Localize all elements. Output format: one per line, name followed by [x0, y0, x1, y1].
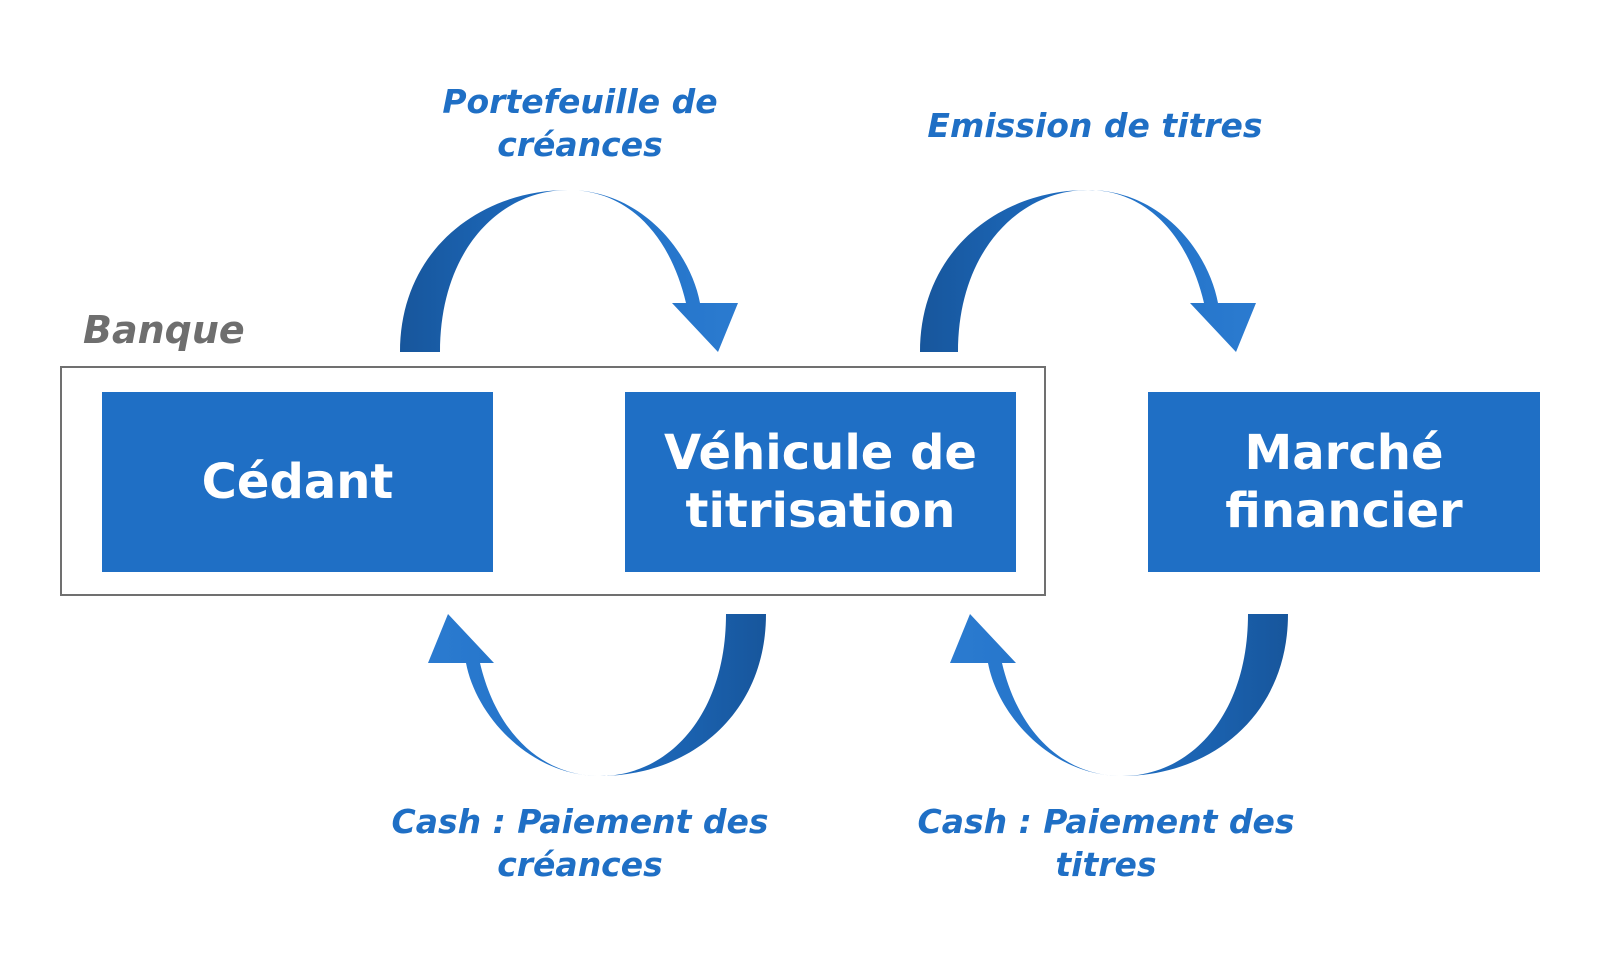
arrow-portefeuille	[400, 190, 738, 352]
banque-frame	[60, 366, 1046, 596]
vehicule-box: Véhicule de titrisation	[625, 392, 1016, 572]
label-portefeuille-line2: créances	[497, 125, 663, 164]
vehicule-label-line1: Véhicule de	[664, 425, 977, 481]
label-portefeuille: Portefeuille de créances	[410, 80, 750, 166]
arrow-emission	[920, 190, 1256, 352]
banque-label: Banque	[83, 308, 245, 352]
label-emission: Emission de titres	[900, 104, 1290, 147]
arrow-cash-titres	[950, 614, 1288, 776]
label-cash-titres: Cash : Paiement des titres	[886, 800, 1326, 886]
vehicule-label-line2: titrisation	[685, 483, 956, 539]
cedant-box: Cédant	[102, 392, 493, 572]
cedant-label: Cédant	[201, 454, 394, 510]
arrow-cash-creances	[428, 614, 766, 776]
marche-label-line2: financier	[1225, 483, 1463, 539]
label-emission-line1: Emission de titres	[927, 106, 1263, 145]
marche-label-line1: Marché	[1244, 425, 1444, 481]
label-cash-titres-line1: Cash : Paiement des	[917, 802, 1295, 841]
label-cash-creances-line1: Cash : Paiement des	[391, 802, 769, 841]
label-cash-creances: Cash : Paiement des créances	[360, 800, 800, 886]
label-portefeuille-line1: Portefeuille de	[442, 82, 718, 121]
label-cash-titres-line2: titres	[1055, 845, 1157, 884]
label-cash-creances-line2: créances	[497, 845, 663, 884]
marche-box: Marché financier	[1148, 392, 1540, 572]
